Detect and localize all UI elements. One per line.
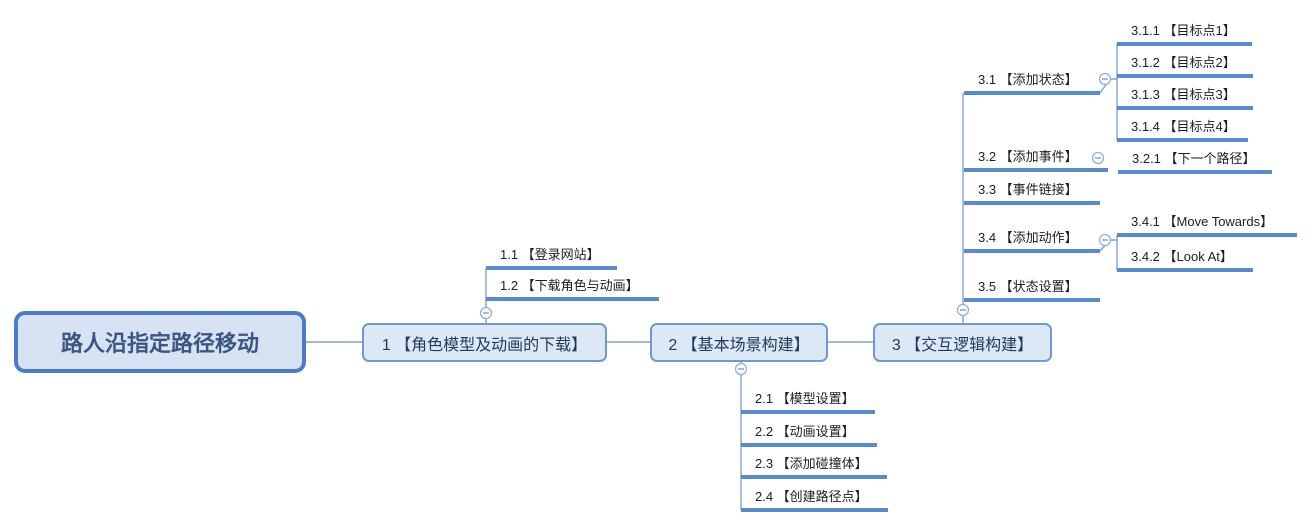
collapse-button-topic-2[interactable] xyxy=(734,362,748,376)
subtopic-3-1-1[interactable]: 3.1.1 【目标点1】 xyxy=(1117,21,1252,46)
subtopic-label: 3.1.1 【目标点1】 xyxy=(1131,23,1236,38)
topic-label: 3 【交互逻辑构建】 xyxy=(891,336,1034,354)
topic-2[interactable]: 2 【基本场景构建】 xyxy=(650,323,828,362)
subtopic-label: 3.1.4 【目标点4】 xyxy=(1131,119,1236,134)
subtopic-label: 3.4.2 【Look At】 xyxy=(1131,249,1233,264)
subtopic-label: 3.1.2 【目标点2】 xyxy=(1131,55,1236,70)
subtopic-3-1-3[interactable]: 3.1.3 【目标点3】 xyxy=(1117,85,1253,110)
subtopic-label: 3.1.3 【目标点3】 xyxy=(1131,87,1236,102)
root-topic[interactable]: 路人沿指定路径移动 xyxy=(14,311,306,373)
subtopic-label: 3.3 【事件链接】 xyxy=(978,182,1078,197)
topic-label: 2 【基本场景构建】 xyxy=(668,336,810,354)
collapse-button-topic-3-2[interactable] xyxy=(1091,151,1105,165)
subtopic-2-1[interactable]: 2.1 【模型设置】 xyxy=(741,389,875,414)
subtopic-2-2[interactable]: 2.2 【动画设置】 xyxy=(741,422,877,447)
subtopic-label: 2.4 【创建路径点】 xyxy=(755,489,868,504)
subtopic-3-4[interactable]: 3.4 【添加动作】 xyxy=(964,228,1100,253)
subtopic-3-4-1[interactable]: 3.4.1 【Move Towards】 xyxy=(1117,212,1297,237)
subtopic-3-2[interactable]: 3.2 【添加事件】 xyxy=(964,147,1108,172)
subtopic-1-2[interactable]: 1.2 【下载角色与动画】 xyxy=(486,276,659,301)
subtopic-2-4[interactable]: 2.4 【创建路径点】 xyxy=(741,487,888,512)
subtopic-3-1-2[interactable]: 3.1.2 【目标点2】 xyxy=(1117,53,1253,78)
collapse-button-topic-3[interactable] xyxy=(956,303,970,317)
subtopic-3-5[interactable]: 3.5 【状态设置】 xyxy=(964,277,1100,302)
subtopic-label: 1.1 【登录网站】 xyxy=(500,247,600,262)
subtopic-label: 3.4.1 【Move Towards】 xyxy=(1131,214,1274,229)
subtopic-3-4-2[interactable]: 3.4.2 【Look At】 xyxy=(1117,247,1253,272)
collapse-button-topic-1[interactable] xyxy=(479,306,493,320)
root-topic-label: 路人沿指定路径移动 xyxy=(60,331,259,356)
subtopic-3-1[interactable]: 3.1 【添加状态】 xyxy=(964,70,1100,95)
collapse-button-topic-3-1[interactable] xyxy=(1098,72,1112,86)
subtopic-1-1[interactable]: 1.1 【登录网站】 xyxy=(486,245,617,270)
subtopic-label: 2.3 【添加碰撞体】 xyxy=(755,456,868,471)
collapse-button-topic-3-4[interactable] xyxy=(1098,233,1112,247)
subtopic-2-3[interactable]: 2.3 【添加碰撞体】 xyxy=(741,454,887,479)
subtopic-label: 1.2 【下载角色与动画】 xyxy=(500,278,639,293)
subtopic-label: 3.1 【添加状态】 xyxy=(978,72,1078,87)
subtopic-3-1-4[interactable]: 3.1.4 【目标点4】 xyxy=(1117,117,1248,142)
subtopic-3-3[interactable]: 3.3 【事件链接】 xyxy=(964,180,1100,205)
subtopic-label: 3.2.1 【下一个路径】 xyxy=(1132,151,1256,166)
subtopic-label: 3.4 【添加动作】 xyxy=(978,230,1078,245)
subtopic-label: 3.2 【添加事件】 xyxy=(978,149,1078,164)
topic-3[interactable]: 3 【交互逻辑构建】 xyxy=(873,323,1052,362)
subtopic-label: 2.1 【模型设置】 xyxy=(755,391,855,406)
subtopic-3-2-1[interactable]: 3.2.1 【下一个路径】 xyxy=(1118,149,1272,174)
subtopic-label: 3.5 【状态设置】 xyxy=(978,279,1078,294)
subtopic-label: 2.2 【动画设置】 xyxy=(755,424,855,439)
topic-label: 1 【角色模型及动画的下载】 xyxy=(381,336,588,354)
topic-1[interactable]: 1 【角色模型及动画的下载】 xyxy=(362,323,607,362)
